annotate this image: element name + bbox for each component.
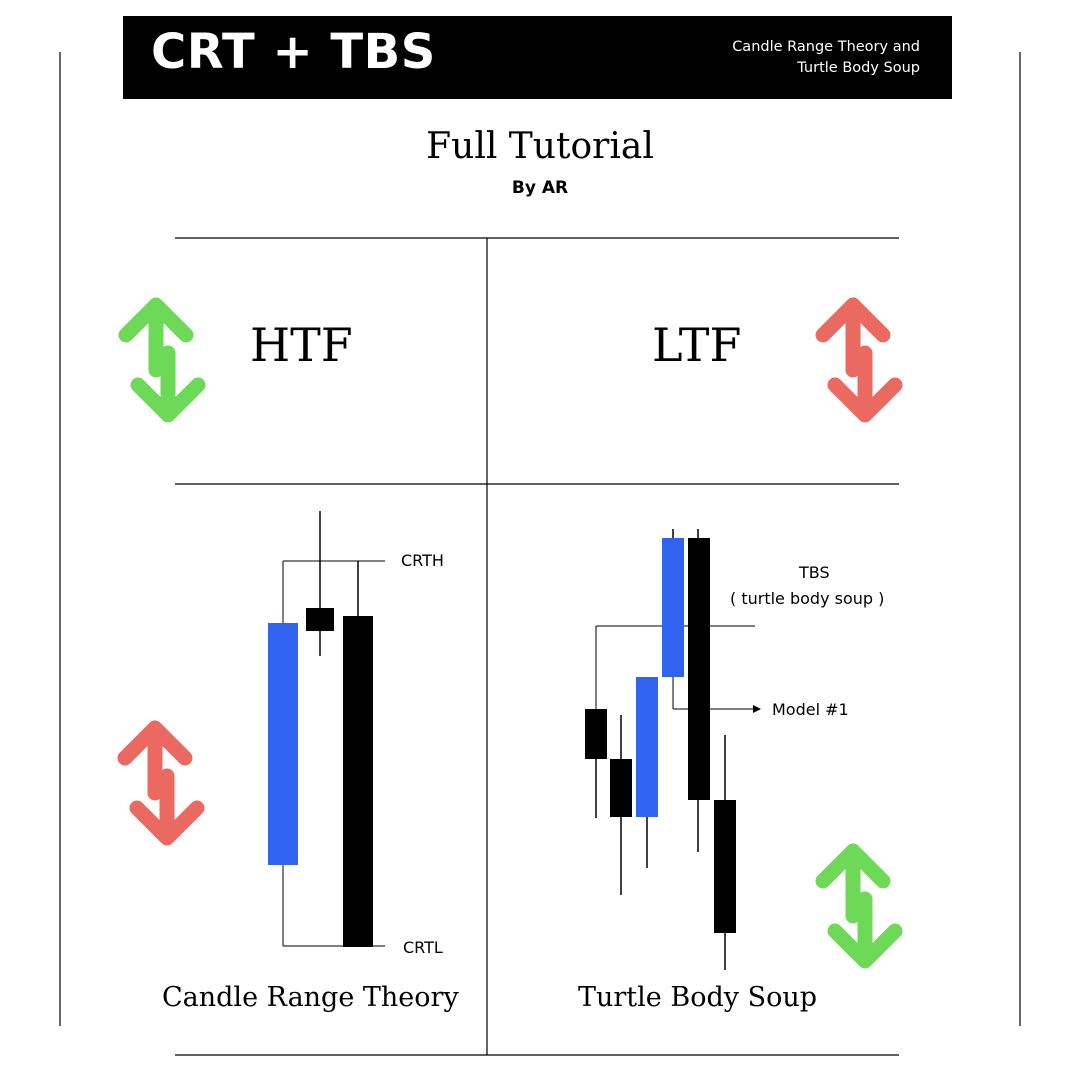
tbs-label: TBS <box>799 563 830 582</box>
tbs-candle-5 <box>688 538 710 800</box>
header-bar: CRT + TBS Candle Range Theory and Turtle… <box>123 16 952 99</box>
crt-caption: Candle Range Theory <box>162 982 459 1013</box>
page-title: Full Tutorial <box>426 126 654 167</box>
tbs-model-label: Model #1 <box>772 700 849 719</box>
tbs-candle-4 <box>662 538 684 677</box>
header-subtitle-line2: Turtle Body Soup <box>797 60 920 76</box>
htf-label: HTF <box>250 318 353 372</box>
tbs-candle-1 <box>585 709 607 759</box>
header-subtitle-line1: Candle Range Theory and <box>732 39 920 55</box>
tbs-caption: Turtle Body Soup <box>578 982 817 1013</box>
page-author: By AR <box>511 178 569 198</box>
tbs-candle-3 <box>636 677 658 817</box>
header-title: CRT + TBS <box>151 24 436 80</box>
tbs-candle-2 <box>610 759 632 817</box>
tbs-candle-6 <box>714 800 736 933</box>
ltf-label: LTF <box>652 318 742 372</box>
tbs-sublabel: ( turtle body soup ) <box>730 589 885 608</box>
crt-high-label: CRTH <box>401 551 444 570</box>
crt-candle-2 <box>306 608 334 631</box>
header-subtitle: Candle Range Theory and Turtle Body Soup <box>660 37 920 79</box>
crt-candle-1 <box>268 623 298 865</box>
crt-low-label: CRTL <box>403 938 443 957</box>
crt-candle-3 <box>343 616 373 947</box>
